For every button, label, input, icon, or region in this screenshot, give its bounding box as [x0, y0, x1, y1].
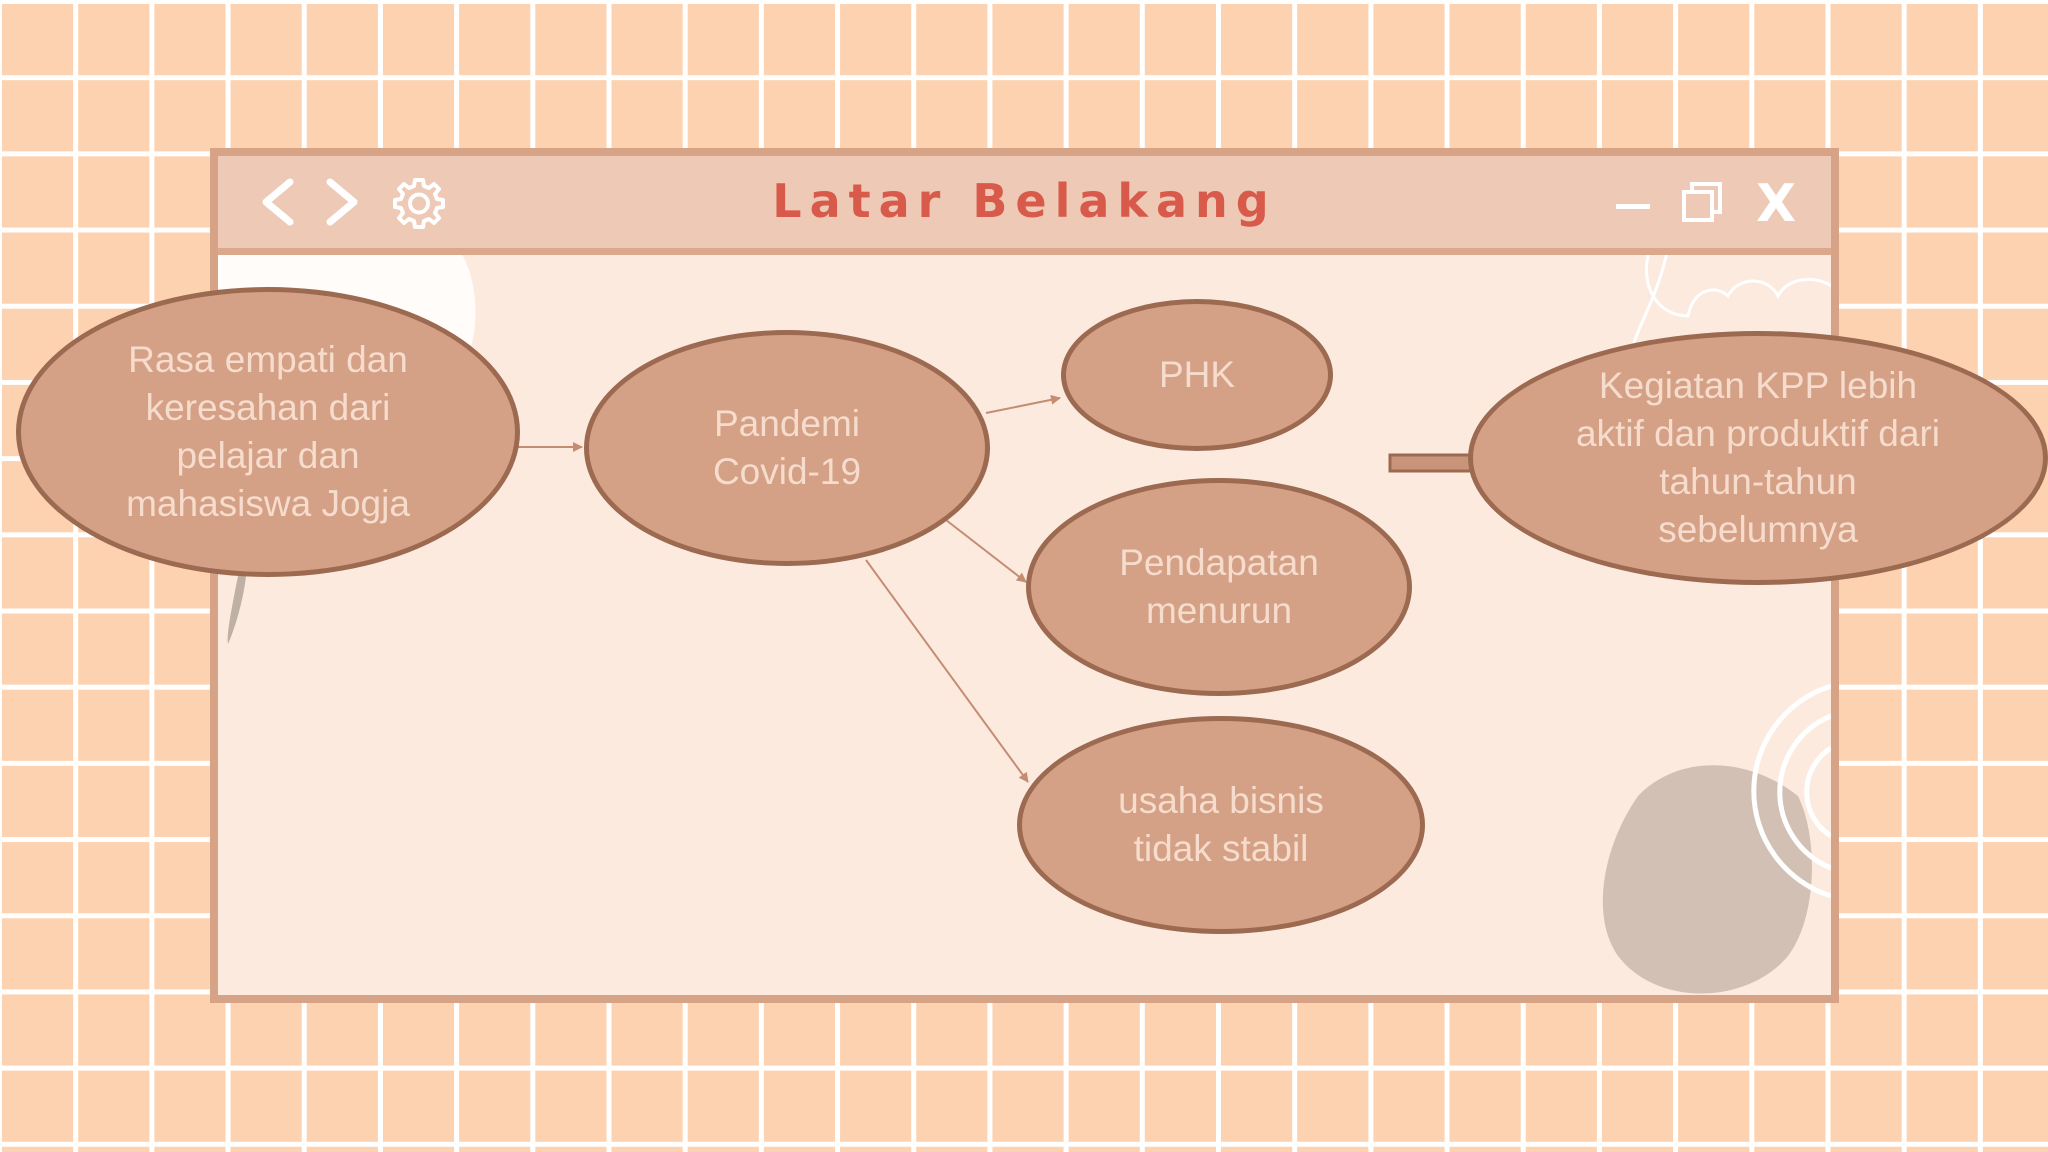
node-pandemi: Pandemi Covid-19	[584, 330, 990, 566]
close-icon[interactable]: X	[1756, 174, 1797, 234]
node-usaha: usaha bisnis tidak stabil	[1017, 716, 1425, 934]
node-phk-label: PHK	[1158, 354, 1236, 395]
minimize-icon[interactable]	[1616, 204, 1650, 209]
arrow-pandemi-to-pendapatan	[945, 519, 1027, 583]
arrow-pandemi-to-usaha	[865, 559, 1029, 783]
arrow-pandemi-to-phk	[985, 394, 1061, 414]
node-empati: Rasa empati dan keresahan dari pelajar d…	[16, 287, 520, 577]
app-window: Latar Belakang X	[210, 148, 1839, 1003]
decor-rings	[1751, 683, 1831, 899]
node-pendapatan: Pendapatan menurun	[1026, 478, 1412, 696]
gear-icon[interactable]	[392, 176, 446, 235]
decor-brush-stroke	[227, 576, 246, 644]
node-usaha-label: usaha bisnis tidak stabil	[1118, 780, 1324, 869]
window-title: Latar Belakang	[772, 174, 1277, 228]
chevron-right-icon[interactable]	[322, 176, 362, 233]
node-kegiatan: Kegiatan KPP lebih aktif dan produktif d…	[1468, 331, 2048, 585]
node-phk: PHK	[1061, 299, 1333, 451]
node-pandemi-label: Pandemi Covid-19	[712, 403, 862, 492]
node-kegiatan-label: Kegiatan KPP lebih aktif dan produktif d…	[1575, 365, 1941, 550]
decor-scallops	[1631, 247, 1831, 347]
node-empati-label: Rasa empati dan keresahan dari pelajar d…	[126, 339, 410, 524]
chevron-left-icon[interactable]	[258, 176, 298, 233]
maximize-icon[interactable]	[1680, 180, 1726, 231]
title-bar: Latar Belakang X	[218, 156, 1831, 255]
node-pendapatan-label: Pendapatan menurun	[1119, 542, 1319, 631]
